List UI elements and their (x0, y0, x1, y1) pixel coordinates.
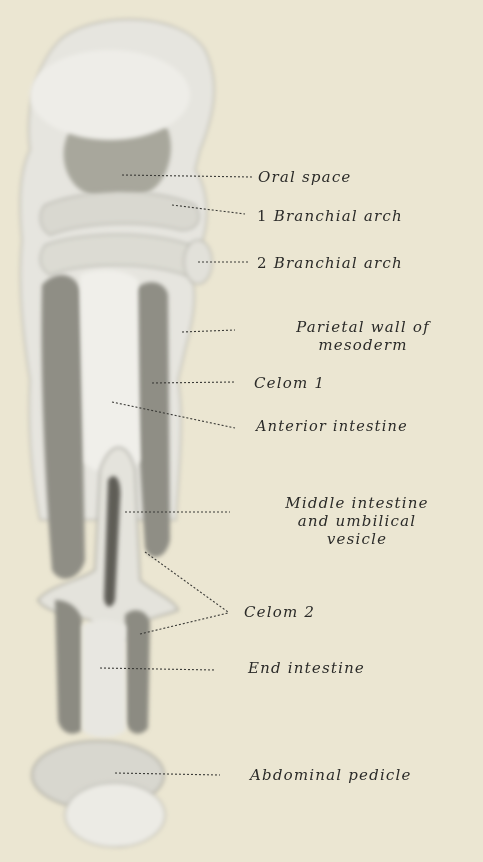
label-abdominal-pedicle: Abdominal pedicle (250, 766, 412, 784)
label-middle-intestine-line3: vesicle (252, 530, 462, 548)
anterior-intestine-shape (80, 270, 140, 472)
label-celom-1: Celom 1 (254, 374, 325, 392)
label-parietal-wall-line1: Parietal wall of (258, 318, 468, 336)
celom-1-left (42, 275, 85, 579)
label-branchial-arch-2-number: 2 (257, 254, 268, 272)
label-end-intestine: End intestine (248, 659, 365, 677)
label-parietal-wall: Parietal wall of mesoderm (258, 318, 468, 354)
label-branchial-arch-2-text: Branchial arch (274, 254, 403, 272)
label-branchial-arch-1-text: Branchial arch (274, 207, 403, 225)
label-oral-space: Oral space (258, 168, 352, 186)
label-branchial-arch-2: 2 Branchial arch (257, 254, 403, 272)
label-middle-intestine-line1: Middle intestine (252, 494, 462, 512)
upper-lobe (30, 50, 190, 140)
celom-2-right (125, 610, 150, 733)
label-branchial-arch-1: 1 Branchial arch (257, 207, 403, 225)
label-middle-intestine-line2: and umbilical (252, 512, 462, 530)
label-celom-2: Celom 2 (244, 603, 315, 621)
label-parietal-wall-line2: mesoderm (258, 336, 468, 354)
celom-2-left (55, 600, 82, 734)
end-intestine-shape (82, 620, 126, 738)
label-branchial-arch-1-number: 1 (257, 207, 268, 225)
pedicle-lower (65, 783, 165, 847)
label-anterior-intestine: Anterior intestine (256, 418, 408, 436)
label-middle-intestine: Middle intestine and umbilical vesicle (252, 494, 462, 548)
